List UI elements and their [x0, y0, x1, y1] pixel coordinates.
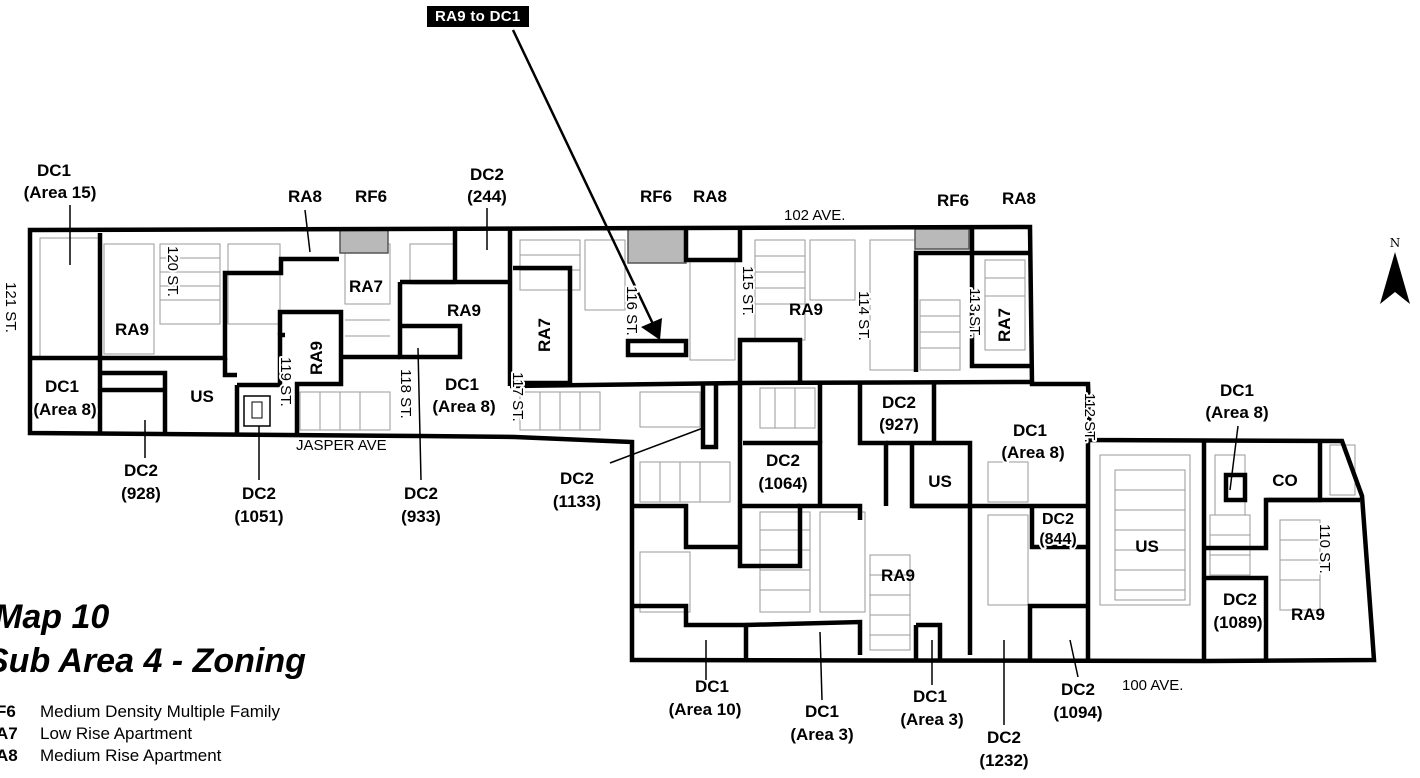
label-dc2-844: DC2	[1042, 511, 1074, 528]
label-dc2-1094: DC2	[1061, 680, 1095, 699]
label-dc1-area3-west: DC1	[805, 702, 839, 721]
small-parcel-1051-inner	[251, 401, 263, 419]
street-118-st: 118 ST.	[397, 369, 414, 419]
legend-code: A7	[0, 724, 18, 743]
label-dc1-area3-east: DC1	[913, 687, 947, 706]
street-117-st: 117 ST.	[509, 372, 526, 422]
label-rf6-west: RF6	[355, 187, 387, 206]
label-dc2-1089-sub: (1089)	[1213, 613, 1262, 632]
north-label: N	[1389, 236, 1401, 250]
street-jasper-ave: JASPER AVE	[296, 437, 387, 454]
label-dc2-1133-sub: (1133)	[553, 492, 601, 511]
north-arrow-icon	[1380, 252, 1410, 304]
rf6-parcel-west	[339, 228, 389, 254]
lot-ticks	[160, 254, 1320, 636]
street-114-st: 114 ST.	[855, 291, 872, 341]
north-arrow: N	[1378, 236, 1412, 311]
label-ra9-115: RA9	[789, 300, 823, 319]
legend-desc: Medium Density Multiple Family	[40, 702, 280, 721]
label-ra9-119: RA9	[307, 341, 326, 375]
label-dc2-1051-sub: (1051)	[234, 507, 283, 526]
label-dc2-244-sub: (244)	[467, 187, 507, 206]
legend-item: A7 Low Rise Apartment	[0, 724, 280, 746]
label-us-west: US	[190, 387, 214, 406]
label-dc2-844-sub: (844)	[1039, 531, 1076, 548]
leader-lines	[69, 205, 1239, 725]
label-ra9-center: RA9	[447, 301, 481, 320]
label-dc2-928: DC2	[124, 461, 158, 480]
street-121-st: 121 ST.	[2, 282, 19, 333]
label-us-east: US	[1135, 537, 1159, 556]
street-116-st: 116 ST.	[623, 286, 640, 336]
label-dc1-area8-center-sub: (Area 8)	[432, 397, 495, 416]
label-dc1-area10: DC1	[695, 677, 729, 696]
label-ra9-south: RA9	[881, 566, 915, 585]
small-parcel-1051	[243, 395, 271, 427]
lot-lines	[39, 237, 1356, 651]
label-ra9-east: RA9	[1291, 605, 1325, 624]
label-dc1-area8-east: DC1	[1013, 421, 1047, 440]
label-co: CO	[1272, 471, 1298, 490]
label-dc2-1133: DC2	[560, 469, 594, 488]
street-113-st: 113 ST.	[966, 288, 983, 338]
label-dc2-933: DC2	[404, 484, 438, 503]
label-ra8-west: RA8	[288, 187, 322, 206]
label-dc1-area15: DC1	[37, 161, 71, 180]
label-dc1-area8-east-sub: (Area 8)	[1001, 443, 1064, 462]
label-rf6-east: RF6	[937, 191, 969, 210]
rf6-parcel-middle	[627, 228, 687, 264]
label-dc2-1064: DC2	[766, 451, 800, 470]
street-102-ave: 102 AVE.	[784, 207, 845, 224]
label-dc1-area3-east-sub: (Area 3)	[900, 710, 963, 729]
map-subtitle: Sub Area 4 - Zoning	[0, 642, 306, 680]
street-110-st: 110 ST.	[1316, 524, 1333, 574]
label-ra9-west: RA9	[115, 320, 149, 339]
label-ra8-middle: RA8	[693, 187, 727, 206]
label-dc1-area8-center: DC1	[445, 375, 479, 394]
callout-label: RA9 to DC1	[427, 6, 529, 27]
street-115-st: 115 ST.	[739, 266, 756, 316]
label-ra7-117: RA7	[535, 318, 554, 352]
label-dc2-1051: DC2	[242, 484, 276, 503]
label-rf6-middle: RF6	[640, 187, 672, 206]
label-dc2-244: DC2	[470, 165, 504, 184]
legend-code: F6	[0, 702, 16, 721]
legend-desc: Medium Rise Apartment	[40, 746, 222, 765]
legend-code: A8	[0, 746, 18, 765]
street-112-st: 112 ST.	[1081, 393, 1098, 443]
label-dc1-area3-west-sub: (Area 3)	[790, 725, 853, 744]
callout-arrow	[511, 29, 662, 340]
label-dc1-area8-west-sub: (Area 8)	[33, 400, 96, 419]
label-dc2-928-sub: (928)	[121, 484, 161, 503]
label-dc2-927: DC2	[882, 393, 916, 412]
street-100-ave: 100 AVE.	[1122, 677, 1183, 694]
label-dc1-area8-far: DC1	[1220, 381, 1254, 400]
label-dc2-927-sub: (927)	[879, 415, 919, 434]
label-dc2-1089: DC2	[1223, 590, 1257, 609]
map-title: Map 10	[0, 598, 110, 636]
label-dc2-1232: DC2	[987, 728, 1021, 747]
label-dc1-area8-far-sub: (Area 8)	[1205, 403, 1268, 422]
label-ra8-east: RA8	[1002, 189, 1036, 208]
street-119-st: 119 ST.	[277, 357, 294, 407]
label-us-center: US	[928, 472, 952, 491]
label-dc2-933-sub: (933)	[401, 507, 441, 526]
label-dc2-1232-sub: (1232)	[979, 751, 1028, 770]
label-dc2-1064-sub: (1064)	[758, 474, 807, 493]
label-ra7-113: RA7	[995, 308, 1014, 342]
zone-boundaries	[27, 224, 1377, 664]
label-dc2-1094-sub: (1094)	[1053, 703, 1102, 722]
street-120-st: 120 ST.	[164, 246, 181, 297]
label-ra7-west: RA7	[349, 277, 383, 296]
label-dc1-area15-sub: (Area 15)	[24, 183, 97, 202]
legend-desc: Low Rise Apartment	[40, 724, 193, 743]
legend-item: A8 Medium Rise Apartment	[0, 746, 280, 768]
legend-item: F6 Medium Density Multiple Family	[0, 702, 280, 724]
legend: F6 Medium Density Multiple Family A7 Low R…	[0, 702, 280, 768]
rf6-parcel-east	[914, 228, 970, 250]
label-dc1-area10-sub: (Area 10)	[669, 700, 742, 719]
label-dc1-area8-west: DC1	[45, 377, 79, 396]
